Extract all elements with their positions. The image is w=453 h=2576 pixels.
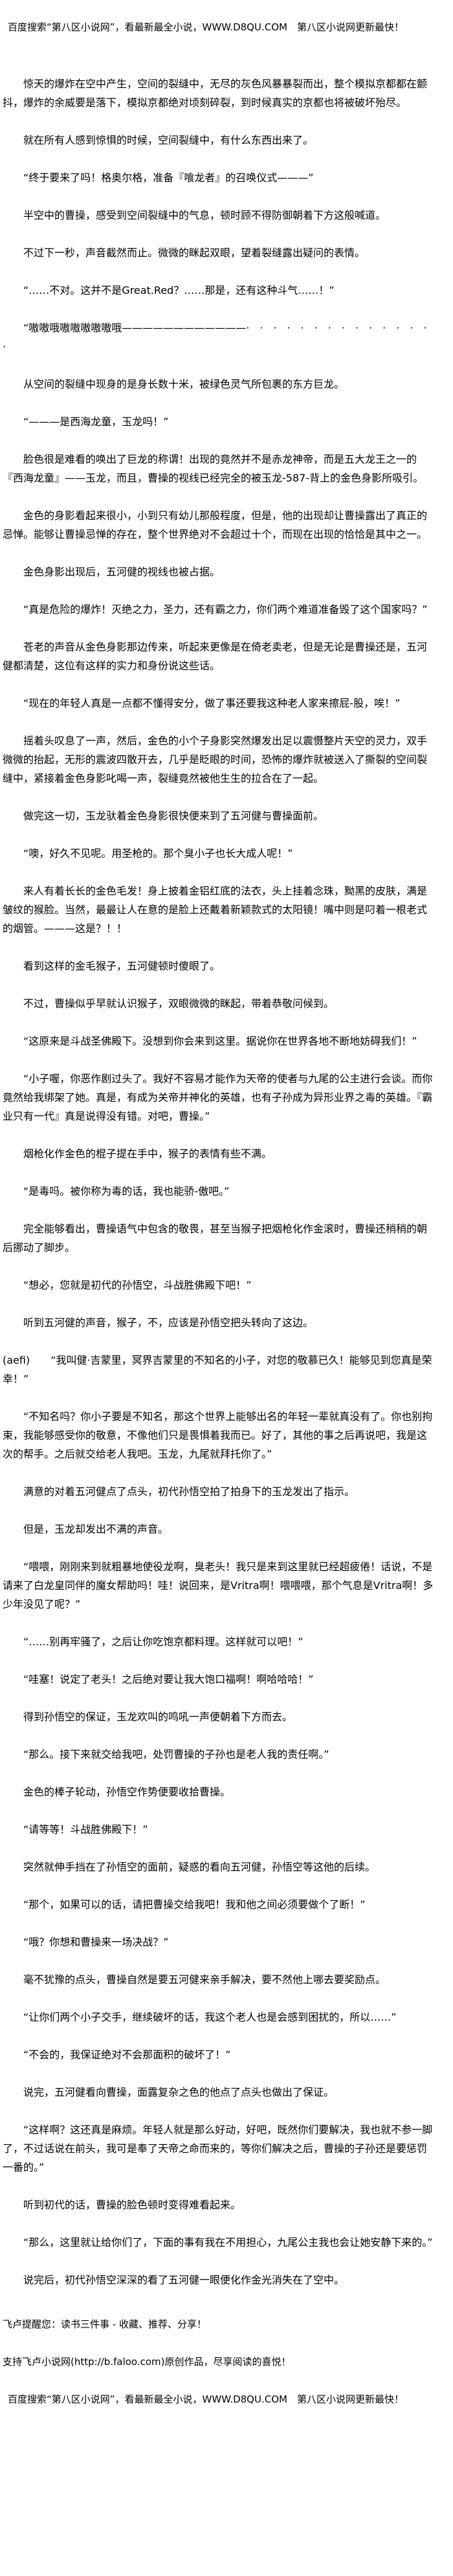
story-paragraph: 但是，玉龙却发出不满的声音。 — [23, 1523, 169, 1535]
story-paragraph: 就在所有人感到惊惧的时候，空间裂缝中，有什么东西出来了。 — [23, 134, 314, 146]
story-paragraph: (aefi) “我叫健·吉蒙里，冥界吉蒙里的不知名的小子，对您的敬慕已久！能够见… — [3, 1354, 432, 1385]
story-paragraph: 说完，五河健看向曹操，面露复杂之色的他点了点头也做出了保证。 — [23, 2086, 335, 2098]
story-paragraph: “那个，如果可以的话，请把曹操交给我吧！我和他之间必须要做个了断！” — [23, 1898, 366, 1911]
story-paragraph: 毫不犹豫的点头，曹操自然是要五河健来亲手解决，要不然他上哪去要奖励点。 — [23, 1973, 386, 1986]
story-paragraph: “……不对。这并不是Great.Red？……那是，还有这种斗气……！” — [23, 284, 335, 296]
story-paragraph: “不会的，我保证绝对不会那面积的破坏了！” — [23, 2049, 231, 2061]
story-paragraph: “终于要来了吗！格奥尔格，准备『喰龙者』的召唤仪式———” — [23, 172, 314, 184]
story-paragraph: “喂喂，刚刚来到就粗暴地使役龙啊，臭老头！我只是来到这里就已经超疲倦！话说，不是… — [3, 1560, 434, 1610]
story-paragraph: 苍老的声音从金色身影那边传来，听起来更像是在倚老卖老，但是无论是曹操还是，五河健… — [3, 641, 428, 672]
story-paragraph: 听到初代的话，曹操的脸色顿时变得难看起来。 — [23, 2199, 241, 2211]
story-paragraph: 满意的对着五河健点了点头，初代孙悟空拍了拍身下的玉龙发出了指示。 — [23, 1485, 355, 1498]
story-paragraph: 摇着头叹息了一声，然后，金色的小个子身影突然爆发出足以震慑整片天空的灵力，双手微… — [3, 735, 428, 784]
story-paragraph: 惊天的爆炸在空中产生，空间的裂缝中，无尽的灰色风暴暴裂而出，整个模拟京都都在颤抖… — [3, 78, 428, 109]
story-paragraph: “是毒吗。被你称为毒的话，我也能骄-傲吧。” — [23, 1185, 230, 1197]
chapter-footer: 飞卢提醒您：读书三件事 - 收藏、推荐、分享！ 支持飞卢小说网(http://b… — [3, 2315, 435, 2409]
story-paragraph: “那么。接下来就交给我吧，处罚曹操的子孙也是老人我的责任啊。” — [23, 1748, 329, 1760]
story-paragraph: 来人有着长长的金色毛发！身上披着金铝红底的法衣，头上挂着念珠，黝黑的皮肤，满是皱… — [3, 885, 428, 935]
story-paragraph: 完全能够看出，曹操语气中包含的敬畏，甚至当猴子把烟枪化作金滚时，曹操还稍稍的朝后… — [3, 1223, 428, 1254]
story-paragraph: “噢，好久不见呢。用圣枪的。那个臭小子也长大成人呢！” — [23, 847, 293, 860]
story-paragraph: 半空中的曹操，感受到空间裂缝中的气息，顿时顾不得防御朝着下方这般喊道。 — [23, 209, 386, 221]
story-paragraph: 烟枪化作金色的棍子提在手中，猴子的表情有些不满。 — [23, 1148, 272, 1160]
chapter-page: 百度搜索“第八区小说网”，看最新最全小说，WWW.D8QU.COM 第八区小说网… — [3, 21, 437, 2409]
story-paragraph: 金色的身影看起来很小，小到只有幼儿那般程度，但是，他的出现却让曹操露出了真正的忌… — [3, 509, 428, 540]
story-paragraph: “现在的年轻人真是一点都不懂得安分，做了事还要我这种老人家来擦屁-股，唉！” — [23, 697, 401, 709]
story-paragraph: “这样啊？这还真是麻烦。年轻人就是那么好动，好吧，既然你们要解决，我也就不参一脚… — [3, 2124, 433, 2173]
story-paragraph: 得到孙悟空的保证，玉龙欢叫的鸣吼一声便朝着下方而去。 — [23, 1711, 293, 1723]
story-paragraph: 说完后，初代孙悟空深深的看了五河健一眼便化作金光消失在了空中。 — [23, 2274, 345, 2286]
reading-reminder: 飞卢提醒您：读书三件事 - 收藏、推荐、分享！ — [3, 2318, 206, 2330]
story-paragraph: “让你们两个小子交手，继续破坏的话，我这个老人也是会感到困扰的，所以……” — [23, 2011, 397, 2023]
story-paragraph: “哦？你想和曹操来一场决战？” — [23, 1936, 169, 1948]
story-paragraph: 听到五河健的声音，猴子，不，应该是孙悟空把头转向了这边。 — [23, 1316, 314, 1329]
story-paragraph: 看到这样的金毛猴子，五河健顿时傻眼了。 — [23, 960, 221, 972]
story-paragraph: 不过下一秒，声音截然而止。微微的眯起双眼，望着裂缝露出疑问的表情。 — [23, 247, 366, 259]
story-paragraph: “嗷嗷哦嗷嗷嗷嗷嗷哦————————————· · · · · · · · · … — [3, 322, 437, 353]
story-paragraph: 金色的棒子轮动，孙悟空作势便要收拾曹操。 — [23, 1786, 231, 1798]
story-paragraph: 做完这一切，玉龙驮着金色身影很快便来到了五河健与曹操面前。 — [23, 810, 324, 822]
story-paragraph: “……别再牢骚了，之后让你吃饱京都料理。这样就可以吧！” — [23, 1636, 304, 1648]
site-banner-top: 百度搜索“第八区小说网”，看最新最全小说，WWW.D8QU.COM 第八区小说网… — [8, 21, 404, 33]
story-paragraph: 金色身影出现后，五河健的视线也被占据。 — [23, 566, 221, 578]
story-paragraph: “那么，这里就让给你们了，下面的事有我在不用担心，九尾公主我也会让她安静下来的。… — [23, 2236, 433, 2248]
site-banner-bottom: 百度搜索“第八区小说网”，看最新最全小说，WWW.D8QU.COM 第八区小说网… — [8, 2393, 404, 2405]
story-paragraph: “这原来是斗战圣佛殿下。没想到你会来到这里。据说你在世界各地不断地妨碍我们！” — [23, 1035, 417, 1047]
story-paragraph: “不知名吗？你小子要是不知名，那这个世界上能够出名的年轻一辈就真没有了。你也别拘… — [3, 1410, 433, 1460]
story-paragraph: “哇塞！说定了老头！之后绝对要让我大饱口福啊！啊哈哈哈！” — [23, 1673, 314, 1685]
chapter-body: 惊天的爆炸在空中产生，空间的裂缝中，无尽的灰色风暴暴裂而出，整个模拟京都都在颤抖… — [3, 74, 437, 2289]
story-paragraph: 脸色很是难看的唤出了巨龙的称谓！出现的竟然并不是赤龙神帝，而是五大龙王之一的『西… — [3, 453, 424, 484]
story-paragraph: “———是西海龙童，玉龙吗！” — [23, 416, 169, 428]
story-paragraph: 从空间的裂缝中现身的是身长数十米，被绿色灵气所包裹的东方巨龙。 — [23, 378, 345, 390]
story-paragraph: “真是危险的爆炸！灭绝之力，圣力，还有霸之力，你们两个难道准备毁了这个国家吗？” — [23, 603, 428, 616]
story-paragraph: “想必，您就是初代的孙悟空，斗战胜佛殿下吧！” — [23, 1279, 252, 1291]
story-paragraph: “小子喔，你恶作剧过头了。我好不容易才能作为天帝的使者与九尾的公主进行会谈。而你… — [3, 1072, 433, 1122]
story-paragraph: “请等等！斗战胜佛殿下！” — [23, 1823, 148, 1836]
support-notice: 支持飞卢小说网(http://b.faloo.com)原创作品，尽享阅读的喜悦！ — [3, 2356, 291, 2368]
story-paragraph: 突然就伸手挡在了孙悟空的面前，疑惑的看向五河健，孙悟空等这他的后续。 — [23, 1861, 376, 1873]
story-paragraph: 不过，曹操似乎早就认识猴子，双眼微微的眯起，带着恭敬问候到。 — [23, 997, 335, 1010]
